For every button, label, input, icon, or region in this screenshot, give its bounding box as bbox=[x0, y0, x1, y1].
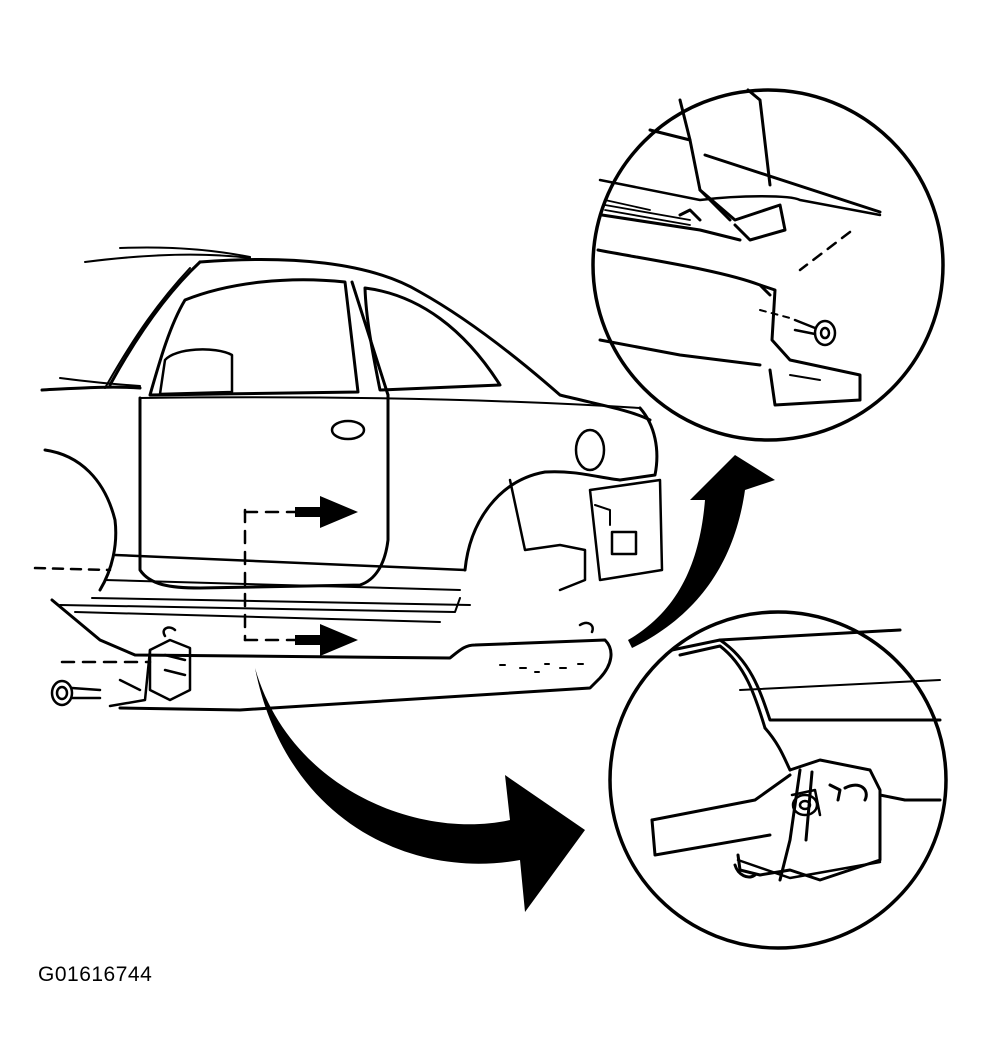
car-body-side-view bbox=[33, 246, 664, 592]
alignment-guide-lines bbox=[60, 508, 297, 664]
curved-arrow-icon bbox=[255, 455, 775, 912]
upper-detail-circle bbox=[591, 88, 945, 442]
rocker-panel bbox=[50, 597, 613, 712]
direction-arrow-icon bbox=[295, 496, 358, 656]
lower-detail-circle bbox=[608, 610, 948, 950]
fastener-clip-icon bbox=[790, 788, 822, 817]
front-bracket bbox=[108, 626, 192, 708]
figure-id-label: G01616744 bbox=[38, 963, 153, 986]
fastener-bolt-icon bbox=[50, 679, 102, 707]
fastener-bolt-icon bbox=[793, 318, 837, 347]
